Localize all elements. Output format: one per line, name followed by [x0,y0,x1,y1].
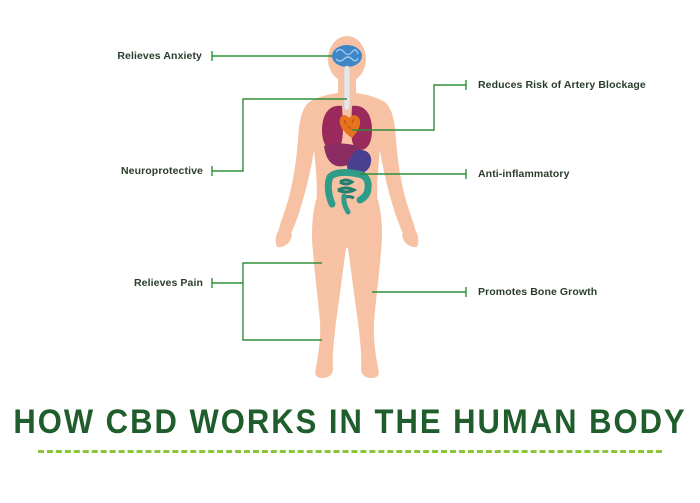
page-title: HOW CBD WORKS IN THE HUMAN BODY [13,401,687,442]
brain [332,45,362,67]
label-relieves-pain: Relieves Pain [133,277,203,289]
connector-artery [352,84,466,131]
heart-vessels [343,118,355,130]
label-promotes-bone-growth: Promotes Bone Growth [478,286,598,298]
stomach [347,149,372,174]
dashed-divider [38,450,662,453]
connector-neuroprotective [212,98,347,172]
rectum [341,193,351,215]
connector-pain [212,262,322,341]
label-relieves-anxiety: Relieves Anxiety [117,50,202,62]
right-hand [402,226,419,248]
hips-and-legs [312,200,382,378]
windpipe [343,65,351,111]
brain-folds [335,48,359,62]
label-reduces-artery-blockage: Reduces Risk of Artery Blockage [478,79,646,91]
callout-lines [211,51,467,341]
left-lung [322,105,343,150]
left-hand [275,226,292,248]
label-anti-inflammatory: Anti-inflammatory [478,168,570,180]
large-intestine [324,168,372,208]
label-neuroprotective: Neuroprotective [120,165,203,177]
